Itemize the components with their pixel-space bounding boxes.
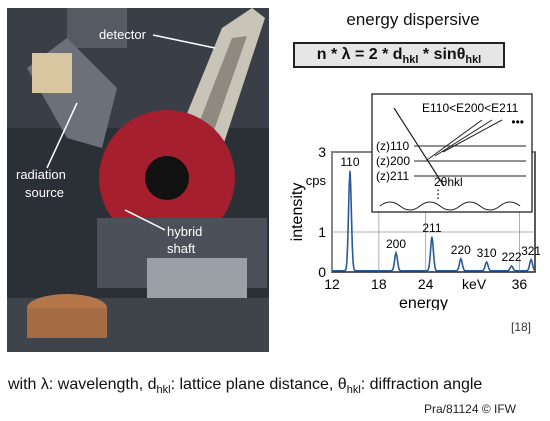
energy-dispersive-title: energy dispersive (346, 10, 480, 29)
bragg-formula: n * λ = 2 * dhkl * sinθhkl (293, 42, 505, 68)
x-unit-label: keV (462, 276, 487, 292)
detector-label: detector (99, 27, 147, 42)
inset-reflected-beam (442, 119, 503, 153)
caption-part-3: : diffraction angle (360, 376, 483, 393)
formula-sub-1: hkl (402, 54, 419, 67)
radiation-source-label-2: source (25, 185, 64, 200)
peak-label-110: 110 (340, 155, 359, 169)
inset-reflected-beam (434, 119, 493, 157)
x-tick-label: 18 (371, 276, 387, 292)
caption-sub-1: hkl (156, 384, 171, 397)
x-tick-label: 12 (324, 276, 340, 292)
caption-part-1: with λ: wavelength, d (8, 376, 157, 393)
caption: with λ: wavelength, dhkl: lattice plane … (8, 376, 482, 396)
instrument-photo: detector radiation source hybrid shaft (7, 8, 269, 352)
reference-number: [18] (511, 320, 532, 334)
peak-label-220: 220 (451, 243, 471, 257)
inset-ellipsis-top: ••• (511, 115, 524, 129)
x-axis-label: energy (399, 295, 448, 310)
peak-label-310: 310 (477, 246, 497, 260)
inset-ellipsis-bottom: ⋮ (432, 187, 444, 201)
credit: Pra/81124 © IFW (424, 402, 516, 416)
radiation-source-label-1: radiation (16, 167, 66, 182)
y-tick-label: 1 (318, 224, 326, 240)
inset-plane-label: (z)200 (376, 154, 410, 168)
inset-reflected-beam (426, 119, 483, 161)
spectrum-line (332, 170, 535, 272)
formula-part-2: * sinθ (418, 46, 466, 63)
inset-energy-relation: E110<E200<E211 (422, 101, 519, 115)
caption-sub-2: hkl (346, 384, 361, 397)
formula-part-1: n * λ = 2 * d (316, 46, 403, 63)
y-tick-label: 0 (318, 264, 326, 280)
inset-incident-beam (393, 107, 445, 187)
formula-sub-2: hkl (465, 54, 482, 67)
x-tick-label: 36 (512, 276, 528, 292)
y-tick-label: 3 (318, 144, 326, 160)
peak-label-321: 321 (521, 244, 540, 258)
y-unit-label: cps (306, 173, 327, 188)
hybrid-shaft-label-2: shaft (167, 241, 196, 256)
hybrid-shaft-label-1: hybrid (167, 224, 202, 239)
peak-label-222: 222 (502, 250, 522, 264)
inset-crystal-surface (379, 201, 521, 211)
inset-plane-label: (z)211 (376, 169, 409, 183)
y-axis-label: intensity (289, 183, 306, 242)
x-tick-label: 24 (418, 276, 434, 292)
source-pointer (46, 102, 78, 169)
inset-angle-label: 2θhkl (434, 175, 463, 189)
peak-label-211: 211 (422, 221, 441, 235)
caption-part-2: : lattice plane distance, θ (170, 376, 347, 393)
inset-box (371, 93, 533, 213)
energy-spectrum-chart: 0 1 3 cps 12 18 24 36 keV energy intensity 110 200 21… (289, 93, 540, 310)
inset-plane-label: (z)110 (376, 139, 409, 153)
peak-label-200: 200 (386, 237, 406, 251)
detector-pointer (152, 34, 216, 49)
shaft-pointer (124, 209, 166, 231)
